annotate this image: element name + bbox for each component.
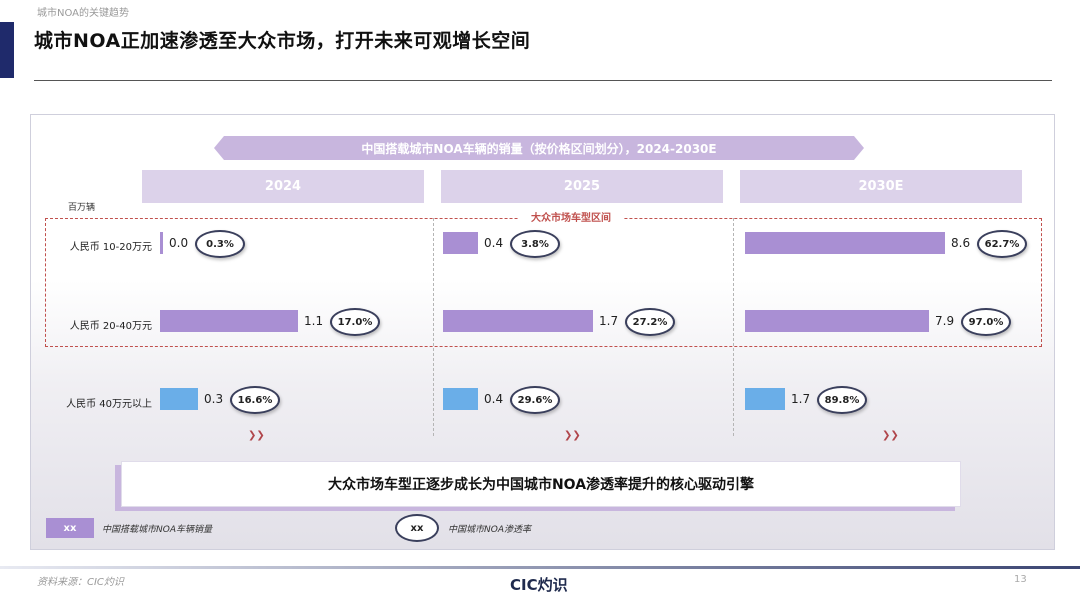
penetration-pill: 0.3% — [195, 230, 245, 258]
penetration-pill: 17.0% — [330, 308, 380, 336]
mass-market-label: 大众市场车型区间 — [519, 208, 623, 225]
bar — [745, 310, 929, 332]
bar — [160, 310, 298, 332]
chevron-down-icon: ❯❯ — [248, 430, 265, 441]
title-accent-bar — [0, 22, 14, 78]
footer-rule — [0, 566, 1080, 569]
legend-penetration-pill: xx — [395, 514, 439, 542]
brand-logo: CIC灼识 — [510, 576, 568, 594]
bar — [443, 310, 593, 332]
chevron-down-icon: ❯❯ — [564, 430, 581, 441]
section-title: 城市NOA的关键趋势 — [37, 8, 130, 19]
bar-value-label: 0.0 — [169, 236, 189, 250]
penetration-pill: 3.8% — [510, 230, 560, 258]
penetration-pill: 89.8% — [817, 386, 867, 414]
legend-sales-swatch: xx — [46, 518, 94, 538]
bar-value-label: 0.4 — [484, 392, 504, 406]
bar — [443, 232, 478, 254]
bar — [745, 388, 785, 410]
legend-sales-label: 中国搭载城市NOA车辆销量 — [102, 525, 212, 535]
penetration-pill: 27.2% — [625, 308, 675, 336]
penetration-pill: 97.0% — [961, 308, 1011, 336]
period-header-2030e: 2030E — [740, 170, 1022, 203]
bar-value-label: 1.1 — [304, 314, 324, 328]
row-label-10-20: 人民币 10-20万元 — [69, 242, 152, 253]
bar-value-label: 7.9 — [935, 314, 955, 328]
chevron-down-icon: ❯❯ — [882, 430, 899, 441]
column-divider — [433, 218, 434, 436]
bar-value-label: 0.3 — [204, 392, 224, 406]
row-label-20-40: 人民币 20-40万元 — [69, 321, 152, 332]
bar — [160, 232, 163, 254]
bar-value-label: 1.7 — [791, 392, 811, 406]
legend-penetration-label: 中国城市NOA渗透率 — [448, 525, 531, 535]
title-divider — [34, 80, 1052, 81]
bar — [745, 232, 945, 254]
bar-value-label: 0.4 — [484, 236, 504, 250]
period-header-2024: 2024 — [142, 170, 424, 203]
source-note: 资料来源：CIC灼识 — [37, 577, 124, 588]
row-label-40-plus: 人民币 40万元以上 — [66, 399, 152, 410]
bar — [443, 388, 478, 410]
penetration-pill: 62.7% — [977, 230, 1027, 258]
bar-value-label: 1.7 — [599, 314, 619, 328]
bar-value-label: 8.6 — [951, 236, 971, 250]
unit-label: 百万辆 — [68, 203, 96, 213]
page-number: 13 — [1014, 574, 1027, 585]
column-divider — [733, 218, 734, 436]
penetration-pill: 16.6% — [230, 386, 280, 414]
bar — [160, 388, 198, 410]
conclusion-box: 大众市场车型正逐步成长为中国城市NOA渗透率提升的核心驱动引擎 — [121, 461, 961, 507]
page-title: 城市NOA正加速渗透至大众市场，打开未来可观增长空间 — [34, 30, 531, 52]
chart-title: 中国搭载城市NOA车辆的销量（按价格区间划分），2024-2030E — [214, 136, 864, 160]
penetration-pill: 29.6% — [510, 386, 560, 414]
period-header-2025: 2025 — [441, 170, 723, 203]
